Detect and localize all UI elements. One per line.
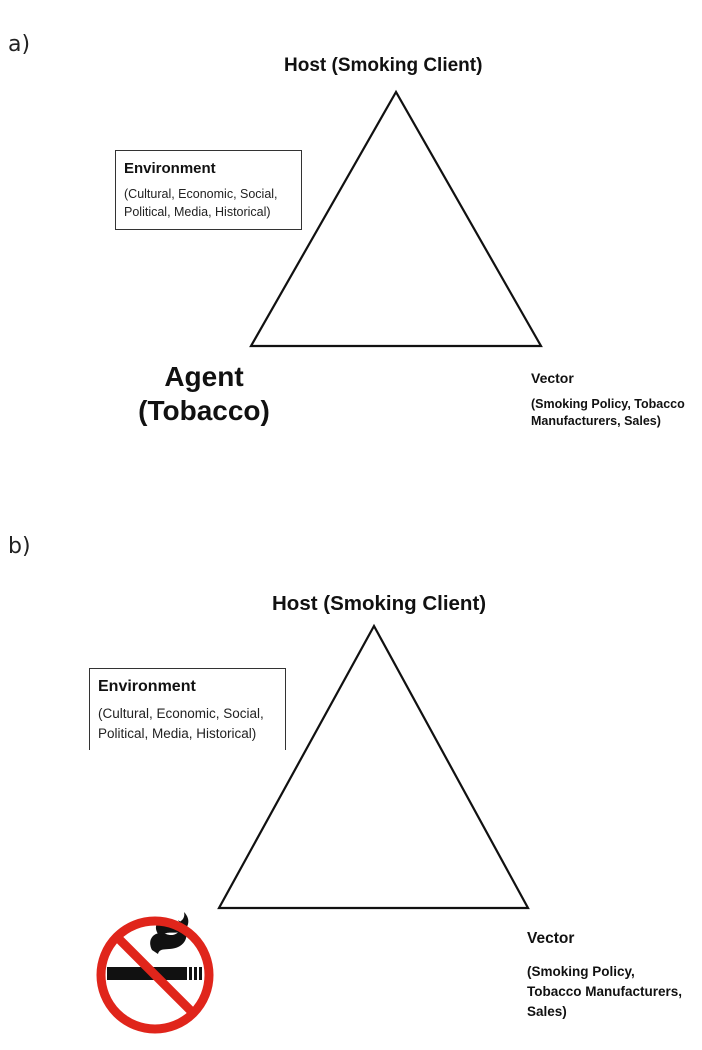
vector-line1-a: (Smoking Policy, Tobacco [531, 397, 685, 411]
vector-line1-b: (Smoking Policy, [527, 964, 635, 979]
panel-b-label: b) [8, 534, 31, 559]
environment-box-b: Environment (Cultural, Economic, Social,… [89, 668, 286, 750]
vector-line3-b: Sales) [527, 1004, 567, 1019]
environment-line2-a: Political, Media, Historical) [124, 205, 271, 219]
environment-box-a: Environment (Cultural, Economic, Social,… [115, 150, 302, 230]
environment-line2-b: Political, Media, Historical) [98, 726, 257, 741]
environment-title-b: Environment [98, 678, 196, 695]
agent-line2: (Tobacco) [138, 395, 270, 426]
agent-line1: Agent [164, 361, 244, 392]
vector-title-a: Vector [531, 370, 574, 386]
environment-title-a: Environment [124, 160, 216, 177]
vector-label-a: Vector (Smoking Policy, Tobacco Manufact… [531, 370, 701, 430]
vector-title-b: Vector [527, 930, 575, 947]
vector-line2-a: Manufacturers, Sales) [531, 414, 661, 428]
agent-label-a: Agent (Tobacco) [136, 360, 272, 428]
epidemiologic-triangle-a [249, 89, 543, 348]
vector-line2-b: Tobacco Manufacturers, [527, 984, 683, 999]
host-label-b: Host (Smoking Client) [272, 592, 487, 615]
panel-a-label: a) [8, 32, 31, 57]
vector-label-b: Vector (Smoking Policy, Tobacco Manufact… [527, 930, 697, 1022]
host-label-a: Host (Smoking Client) [284, 55, 483, 76]
environment-line1-b: (Cultural, Economic, Social, [98, 706, 264, 721]
epidemiologic-triangle-b [217, 623, 530, 910]
environment-line1-a: (Cultural, Economic, Social, [124, 187, 278, 201]
